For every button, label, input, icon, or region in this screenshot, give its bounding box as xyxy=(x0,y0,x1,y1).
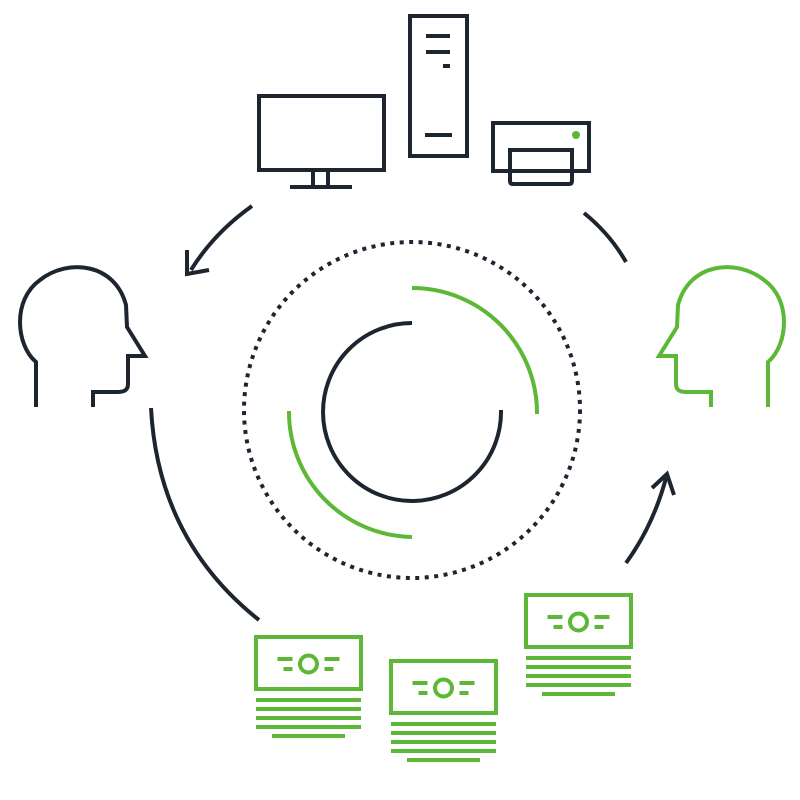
monitor-icon xyxy=(257,94,386,189)
arrowhead-right-person xyxy=(650,470,676,496)
monitor-screen xyxy=(257,94,386,172)
money-coin xyxy=(298,653,319,675)
money-stack-icon xyxy=(389,659,498,762)
arc-printer-to-right-person xyxy=(582,211,628,263)
money-stack-icon xyxy=(254,635,363,738)
dotted-ring xyxy=(242,240,582,580)
money-coin xyxy=(568,611,589,633)
tower-slots xyxy=(425,34,452,137)
arrowhead-left-person xyxy=(185,250,210,277)
printer-body xyxy=(491,121,591,173)
printer-icon xyxy=(491,121,591,186)
tower-case xyxy=(408,14,469,158)
money-bill-marks xyxy=(412,681,475,695)
arrow-money-to-right-person xyxy=(624,477,668,565)
arc-left-person-to-money xyxy=(149,407,261,622)
computer-tower-icon xyxy=(408,14,469,158)
left-person-outline xyxy=(18,265,149,407)
outer-green-arc-top-right xyxy=(411,286,540,415)
printer-status-light xyxy=(572,131,580,139)
arrow-computer-to-person xyxy=(189,204,254,272)
money-bill xyxy=(389,659,498,715)
inner-dark-arc xyxy=(321,321,504,503)
money-stacks xyxy=(254,593,633,762)
outer-green-arc-bottom-left xyxy=(286,410,413,539)
person-head-icon xyxy=(655,265,786,407)
money-bill-marks xyxy=(547,615,610,629)
money-coin xyxy=(433,677,454,699)
printer-paper-tray xyxy=(508,148,574,186)
money-bill-marks xyxy=(277,657,340,671)
center-process-icon xyxy=(242,240,582,580)
cycle-arrows xyxy=(149,204,676,622)
money-bill xyxy=(254,635,363,691)
money-stack-icon xyxy=(524,593,633,696)
right-person-outline xyxy=(655,265,786,407)
person-head-icon xyxy=(18,265,149,407)
monitor-stand xyxy=(290,170,352,189)
money-bill xyxy=(524,593,633,649)
